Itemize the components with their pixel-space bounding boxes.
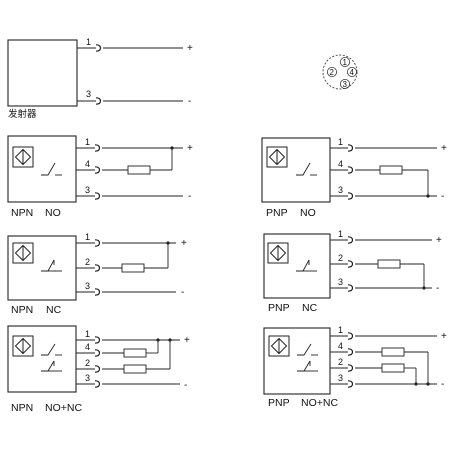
pnp-nonc-pin-4: 4: [338, 341, 343, 351]
npn-nonc-pin-1: 1: [85, 329, 90, 339]
emitter-pin-1: 1: [86, 37, 91, 47]
pnp-nc-sensor-icon: [267, 242, 289, 264]
npn-nonc-pin-4: 4: [85, 342, 90, 352]
npn-nc-pin-3: 3: [85, 281, 90, 291]
pnp-no-type-label: PNP: [266, 207, 288, 219]
npn-nonc-mode-label: NO+NC: [45, 402, 82, 414]
pnp-nonc-pin-1: 1: [338, 325, 343, 335]
pnp-nc-type-label: PNP: [268, 302, 290, 314]
pnp-nonc-mode-label: NO+NC: [301, 397, 338, 409]
emitter-plus-sign: +: [187, 43, 193, 54]
npn-nc-plus-sign: +: [181, 238, 187, 249]
npn-nonc-pin-3: 3: [85, 373, 90, 383]
pnp-no-sensor-icon: [266, 146, 288, 168]
pnp-nonc-minus-sign: -: [441, 379, 444, 390]
npn-no-pin-4: 4: [85, 159, 90, 169]
pnp-nc-pin-3: 3: [338, 277, 343, 287]
npn-no-plus-sign: +: [187, 143, 193, 154]
pnp-no-diagram: PNP NO 1 + 4 3 -: [261, 137, 447, 219]
npn-nc-pin-1: 1: [85, 232, 90, 242]
pnp-nc-minus-sign: -: [436, 283, 439, 294]
npn-nc-type-label: NPN: [11, 304, 33, 316]
npn-nonc-plus-sign: +: [184, 335, 190, 346]
npn-nc-pin-2: 2: [85, 257, 90, 267]
pnp-nc-diagram: PNP NC 1 + 2 3 -: [263, 229, 442, 314]
pnp-nc-plus-sign: +: [436, 235, 442, 246]
pnp-no-box: [261, 137, 331, 203]
emitter-diagram: 发射器 1 + 3 -: [7, 37, 193, 120]
emitter-box: [7, 39, 78, 107]
npn-no-sensor-icon: [12, 146, 34, 168]
npn-nonc-box: [7, 325, 77, 393]
emitter-minus-sign: -: [188, 96, 191, 107]
connector-pinout: 1 2 3 4: [322, 54, 358, 90]
pnp-no-minus-sign: -: [441, 191, 444, 202]
npn-nonc-sensor-icon: [12, 335, 34, 357]
pnp-nonc-pin-2: 2: [338, 357, 343, 367]
pnp-nonc-diagram: PNP NO+NC 1 + 4 2 3 -: [263, 325, 447, 409]
npn-no-minus-sign: -: [188, 191, 191, 202]
pnp-nonc-box: [263, 327, 331, 395]
npn-nc-diagram: NPN NC 1 + 2 3 -: [7, 232, 187, 316]
pnp-nonc-pin-3: 3: [338, 373, 343, 383]
pnp-nonc-plus-sign: +: [441, 331, 447, 342]
connector-pin-4: 4: [350, 68, 355, 77]
npn-nonc-type-label: NPN: [11, 402, 33, 414]
pnp-nc-pin-2: 2: [338, 253, 343, 263]
pnp-no-plus-sign: +: [441, 143, 447, 154]
emitter-pin-3: 3: [86, 89, 91, 99]
pnp-nc-pin-1: 1: [338, 229, 343, 239]
npn-nonc-pin-2: 2: [85, 358, 90, 368]
pnp-nonc-type-label: PNP: [268, 397, 290, 409]
npn-no-diagram: NPN NO 1 + 4 3 -: [7, 135, 193, 219]
pnp-no-pin-4: 4: [338, 159, 343, 169]
pnp-nc-mode-label: NC: [302, 302, 318, 314]
npn-no-pin-1: 1: [85, 137, 90, 147]
npn-nonc-minus-sign: -: [184, 380, 187, 391]
pnp-no-pin-1: 1: [338, 137, 343, 147]
npn-no-pin-3: 3: [85, 185, 90, 195]
emitter-label: 发射器: [8, 108, 37, 120]
pnp-nc-box: [263, 233, 331, 299]
npn-nc-minus-sign: -: [181, 287, 184, 298]
npn-nonc-diagram: NPN NO+NC 1 + 4 2 3 -: [7, 325, 190, 414]
connector-pin-1: 1: [343, 58, 348, 67]
npn-nc-mode-label: NC: [46, 304, 62, 316]
npn-nc-box: [7, 235, 77, 301]
pnp-no-pin-3: 3: [338, 185, 343, 195]
npn-nc-sensor-icon: [12, 242, 34, 264]
npn-no-mode-label: NO: [45, 207, 61, 219]
npn-no-box: [7, 135, 77, 203]
connector-pin-3: 3: [343, 80, 348, 89]
npn-no-type-label: NPN: [11, 207, 33, 219]
pnp-nonc-sensor-icon: [268, 335, 290, 357]
pnp-no-mode-label: NO: [300, 207, 316, 219]
connector-pin-2: 2: [330, 68, 335, 77]
